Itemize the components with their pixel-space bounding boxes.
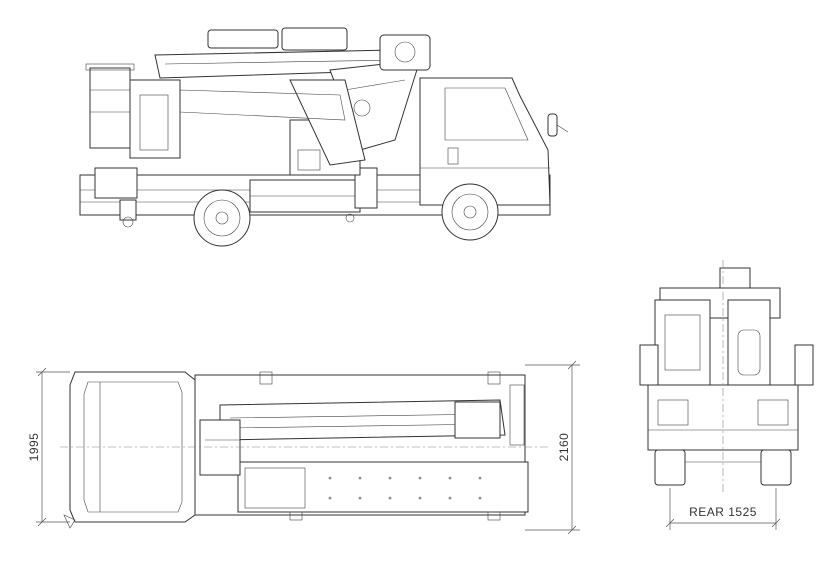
overall-width-dimension-label: 2160 <box>557 433 571 462</box>
width-dimension-label: 1995 <box>27 433 41 462</box>
cab-top <box>69 371 196 523</box>
rear-mirror-left <box>639 344 659 386</box>
rear-wheel-right <box>760 449 792 486</box>
front-wheel <box>441 183 499 241</box>
boom-head-top <box>454 401 501 439</box>
mirror-top <box>63 514 76 529</box>
rear-wheel <box>193 189 251 247</box>
side-view <box>79 27 569 247</box>
rear-outrigger <box>94 167 138 199</box>
cab-window <box>444 87 529 141</box>
rear-boom-column <box>727 299 771 391</box>
dimension-2160 <box>525 360 580 535</box>
bed-deck <box>237 461 529 513</box>
rear-wheel-left <box>654 449 686 486</box>
rear-basket <box>654 299 711 386</box>
dimension-rear <box>665 488 781 530</box>
truck-cab <box>419 77 551 206</box>
side-mirror <box>547 113 558 137</box>
top-view <box>36 360 580 535</box>
telescopic-boom <box>154 27 431 166</box>
basket-bracket <box>129 79 181 159</box>
aerial-basket <box>85 63 181 159</box>
rear-mirror-right <box>794 344 814 386</box>
rear-dimension-label: REAR 1525 <box>689 505 757 519</box>
front-outrigger <box>354 167 378 209</box>
turret-top <box>199 419 241 476</box>
rear-view <box>639 260 814 530</box>
dimension-1995 <box>36 367 70 527</box>
